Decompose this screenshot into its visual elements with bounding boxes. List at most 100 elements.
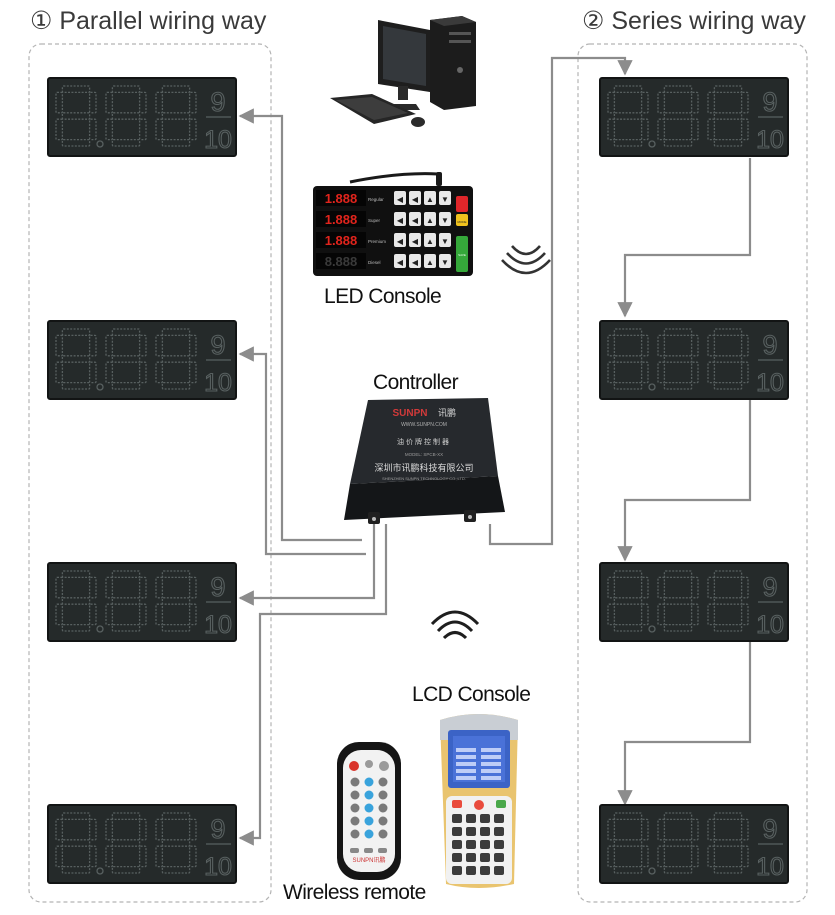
controller-brand-cn: 讯鹏	[438, 407, 456, 418]
arrow-icon: ▼	[441, 237, 449, 246]
price-sign-fraction-bottom: 10	[204, 611, 232, 639]
lcd-key	[494, 827, 504, 836]
remote-button	[350, 816, 360, 826]
price-sign-fraction-top: 9	[210, 572, 225, 602]
led-console-key	[424, 212, 436, 226]
price-sign-fraction-bottom: 10	[756, 853, 784, 881]
price-sign-fraction-bottom: 10	[204, 369, 232, 397]
price-sign-digits	[607, 570, 749, 633]
lcd-key	[452, 866, 462, 875]
price-sign-fraction-bottom: 10	[204, 126, 232, 154]
led-console-save-label: SAVE	[458, 253, 466, 257]
arrow-icon: ▲	[426, 237, 434, 246]
led-console-mode-label: MODE	[458, 220, 467, 224]
parallel-sign-3: 910	[47, 562, 237, 642]
remote-brand: SUNPN讯鹏	[352, 856, 385, 864]
lcd-console-label: LCD Console	[412, 683, 531, 706]
price-sign-fraction-bottom: 10	[756, 369, 784, 397]
arrow-icon: ◀	[397, 258, 404, 267]
lcd-screen-rows	[456, 748, 501, 780]
remote-button	[364, 803, 374, 813]
arrow-icon: ◀	[397, 195, 404, 204]
remote-button	[378, 816, 388, 826]
parallel-sign-4: 910	[47, 804, 237, 884]
remote-button	[364, 777, 374, 787]
remote-button	[378, 803, 388, 813]
wire-series-1-to-2	[617, 158, 752, 318]
led-console-key	[439, 212, 451, 226]
price-sign-digits	[607, 328, 749, 391]
controller-website: WWW.SUNPN.COM	[401, 422, 447, 428]
wireless-signal-icon	[501, 245, 551, 275]
lcd-keypad	[452, 800, 506, 875]
series-sign-1: 910	[599, 77, 789, 157]
lcd-key	[480, 866, 490, 875]
led-console-price: 8.888	[325, 254, 358, 269]
led-console-key	[409, 212, 421, 226]
series-wiring-title: ② Series wiring way	[582, 7, 806, 35]
price-sign-digits	[607, 812, 749, 875]
led-console-fuel-label: Diesel	[368, 260, 381, 265]
controller-subtitle-cn: 油价牌控制器	[397, 437, 451, 446]
remote-button	[378, 790, 388, 800]
remote-button	[364, 816, 374, 826]
lcd-key	[480, 814, 490, 823]
lcd-key	[452, 840, 462, 849]
series-sign-2: 910	[599, 320, 789, 400]
remote-button-grid	[350, 777, 388, 853]
led-console-fuel-label: Super	[368, 218, 381, 223]
handheld-lcd-console-icon	[440, 714, 518, 888]
lcd-key	[466, 827, 476, 836]
led-console-key	[394, 212, 406, 226]
remote-button	[350, 790, 360, 800]
arrow-icon: ▲	[426, 195, 434, 204]
parallel-group-outline	[28, 43, 272, 903]
led-console-price: 1.888	[325, 212, 358, 227]
led-console-red-button	[456, 196, 468, 212]
price-sign-fraction-top: 9	[762, 87, 777, 117]
arrow-icon: ◀	[397, 237, 404, 246]
lcd-key	[452, 814, 462, 823]
arrow-icon: ▼	[441, 258, 449, 267]
led-console-key	[394, 254, 406, 268]
series-group-outline	[577, 43, 808, 903]
led-console-fuel-label: Premium	[368, 239, 386, 244]
wire-series-2-to-3	[617, 400, 752, 562]
controller-device: SUNPN 讯鹏 WWW.SUNPN.COM 油价牌控制器 MODEL: SPC…	[344, 398, 505, 524]
led-console-key	[394, 191, 406, 205]
desktop-computer-icon	[330, 16, 476, 127]
led-console-key	[394, 233, 406, 247]
led-console-key	[439, 233, 451, 247]
price-sign-digits	[55, 85, 197, 148]
parallel-sign-2: 910	[47, 320, 237, 400]
lcd-key	[494, 814, 504, 823]
series-sign-3: 910	[599, 562, 789, 642]
remote-button	[350, 848, 359, 853]
wireless-remote-label: Wireless remote	[283, 881, 426, 904]
wire-to-parallel-sign-2	[238, 346, 366, 556]
led-console-key	[424, 233, 436, 247]
arrow-icon: ◀	[397, 216, 404, 225]
controller-company-en: SHENZHEN SUNPN TECHNOLOGY CO.,LTD.	[382, 476, 466, 481]
lcd-key	[480, 853, 490, 862]
price-sign-fraction-top: 9	[762, 330, 777, 360]
arrow-icon: ◀	[412, 216, 419, 225]
price-sign-fraction-top: 9	[210, 330, 225, 360]
price-sign-fraction-top: 9	[762, 572, 777, 602]
wire-series-3-to-4	[617, 642, 752, 806]
price-sign-fraction-bottom: 10	[756, 126, 784, 154]
price-sign-digits	[55, 328, 197, 391]
price-sign-fraction-top: 9	[210, 814, 225, 844]
led-console-price: 1.888	[325, 191, 358, 206]
lcd-key	[452, 827, 462, 836]
remote-button	[350, 829, 360, 839]
lcd-key	[494, 866, 504, 875]
wire-to-parallel-sign-4	[238, 524, 388, 846]
lcd-key	[494, 853, 504, 862]
lcd-key	[480, 840, 490, 849]
remote-button	[350, 803, 360, 813]
